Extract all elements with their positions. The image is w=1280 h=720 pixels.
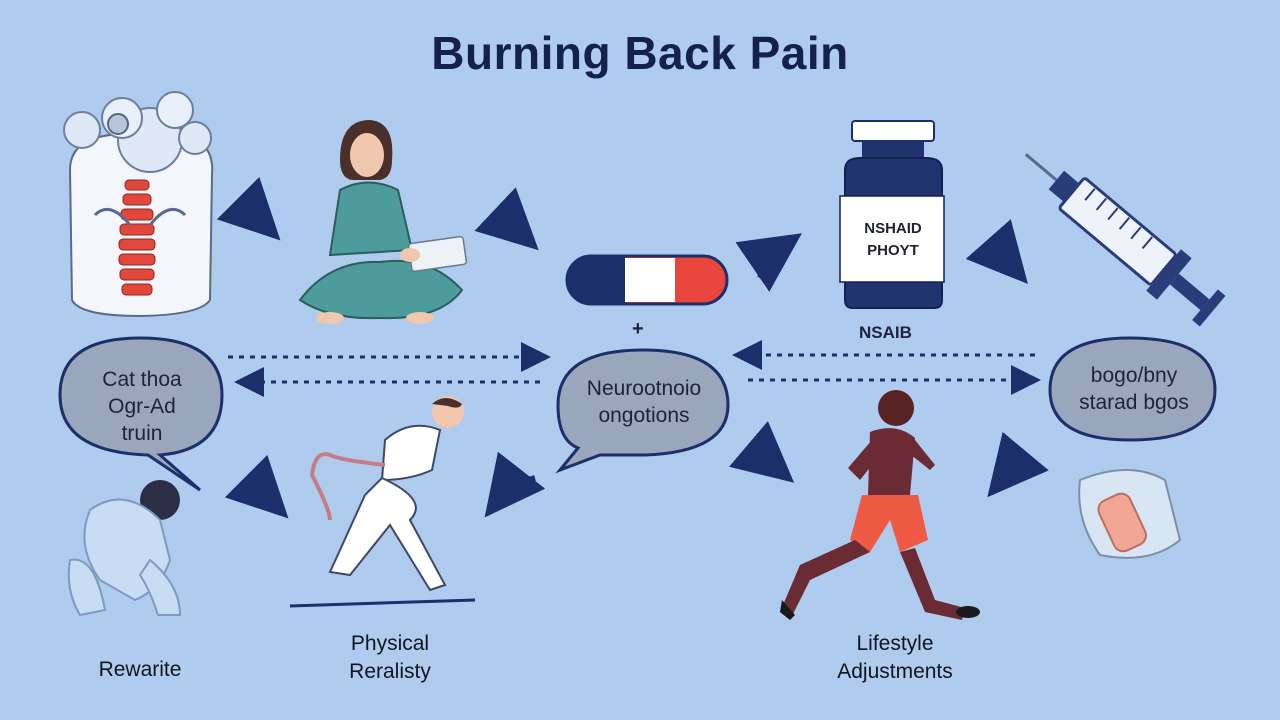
physical-label-line-2: Reralisty (349, 660, 431, 683)
sitting-woman-icon (298, 120, 468, 324)
physical-label-line-1: Physical (350, 632, 430, 655)
pill-capsule-icon (565, 254, 729, 306)
flow-arrows-top (216, 176, 1028, 292)
bubble-left-text: Cat thoa Ogr-Ad truin (68, 366, 216, 447)
runner-icon (780, 390, 980, 620)
syringe-icon (1024, 153, 1226, 327)
flow-arrows-bottom (224, 421, 1049, 519)
rewarite-label: Rewarite (98, 658, 182, 681)
physical-label: Physical Reralisty (320, 630, 460, 686)
bubble-right-text: bogo/bny starad bgos (1054, 362, 1214, 416)
bubble-right-line-1: bogo/bny (1090, 364, 1178, 387)
nsaib-label: NSAIB (859, 323, 912, 342)
bubble-left-line-1: Cat thoa (102, 368, 182, 391)
speech-bubble-left (58, 336, 224, 492)
bottle-label-line-1: NSHAID (864, 220, 922, 237)
bubble-center-line-1: Neurootnoio (586, 377, 702, 400)
bubble-left-line-3: truin (121, 422, 163, 445)
speech-bubble-center (555, 348, 730, 474)
bubble-center-line-2: ongotions (598, 404, 690, 427)
bent-person-icon (67, 480, 182, 617)
dotted-connectors (228, 340, 1041, 397)
back-pain-figure-icon (63, 91, 214, 318)
speech-bubble-right (1048, 336, 1217, 442)
lifestyle-label-line-1: Lifestyle (856, 632, 934, 655)
bubble-right-line-2: starad bgos (1079, 391, 1189, 414)
bubble-left-line-2: Ogr-Ad (108, 395, 176, 418)
bottle-label: NSHAID PHOYT (845, 218, 941, 262)
lifestyle-label-line-2: Adjustments (837, 660, 953, 683)
lifestyle-label: Lifestyle Adjustments (815, 630, 975, 686)
bottle-label-line-2: PHOYT (867, 242, 919, 259)
bandage-icon (1078, 469, 1182, 559)
medicine-bottle-icon (839, 120, 945, 309)
plus-sign: + (632, 318, 644, 340)
bending-man-icon (289, 396, 476, 608)
bubble-center-text: Neurootnoio ongotions (560, 375, 728, 429)
page-title: Burning Back Pain (431, 27, 849, 79)
